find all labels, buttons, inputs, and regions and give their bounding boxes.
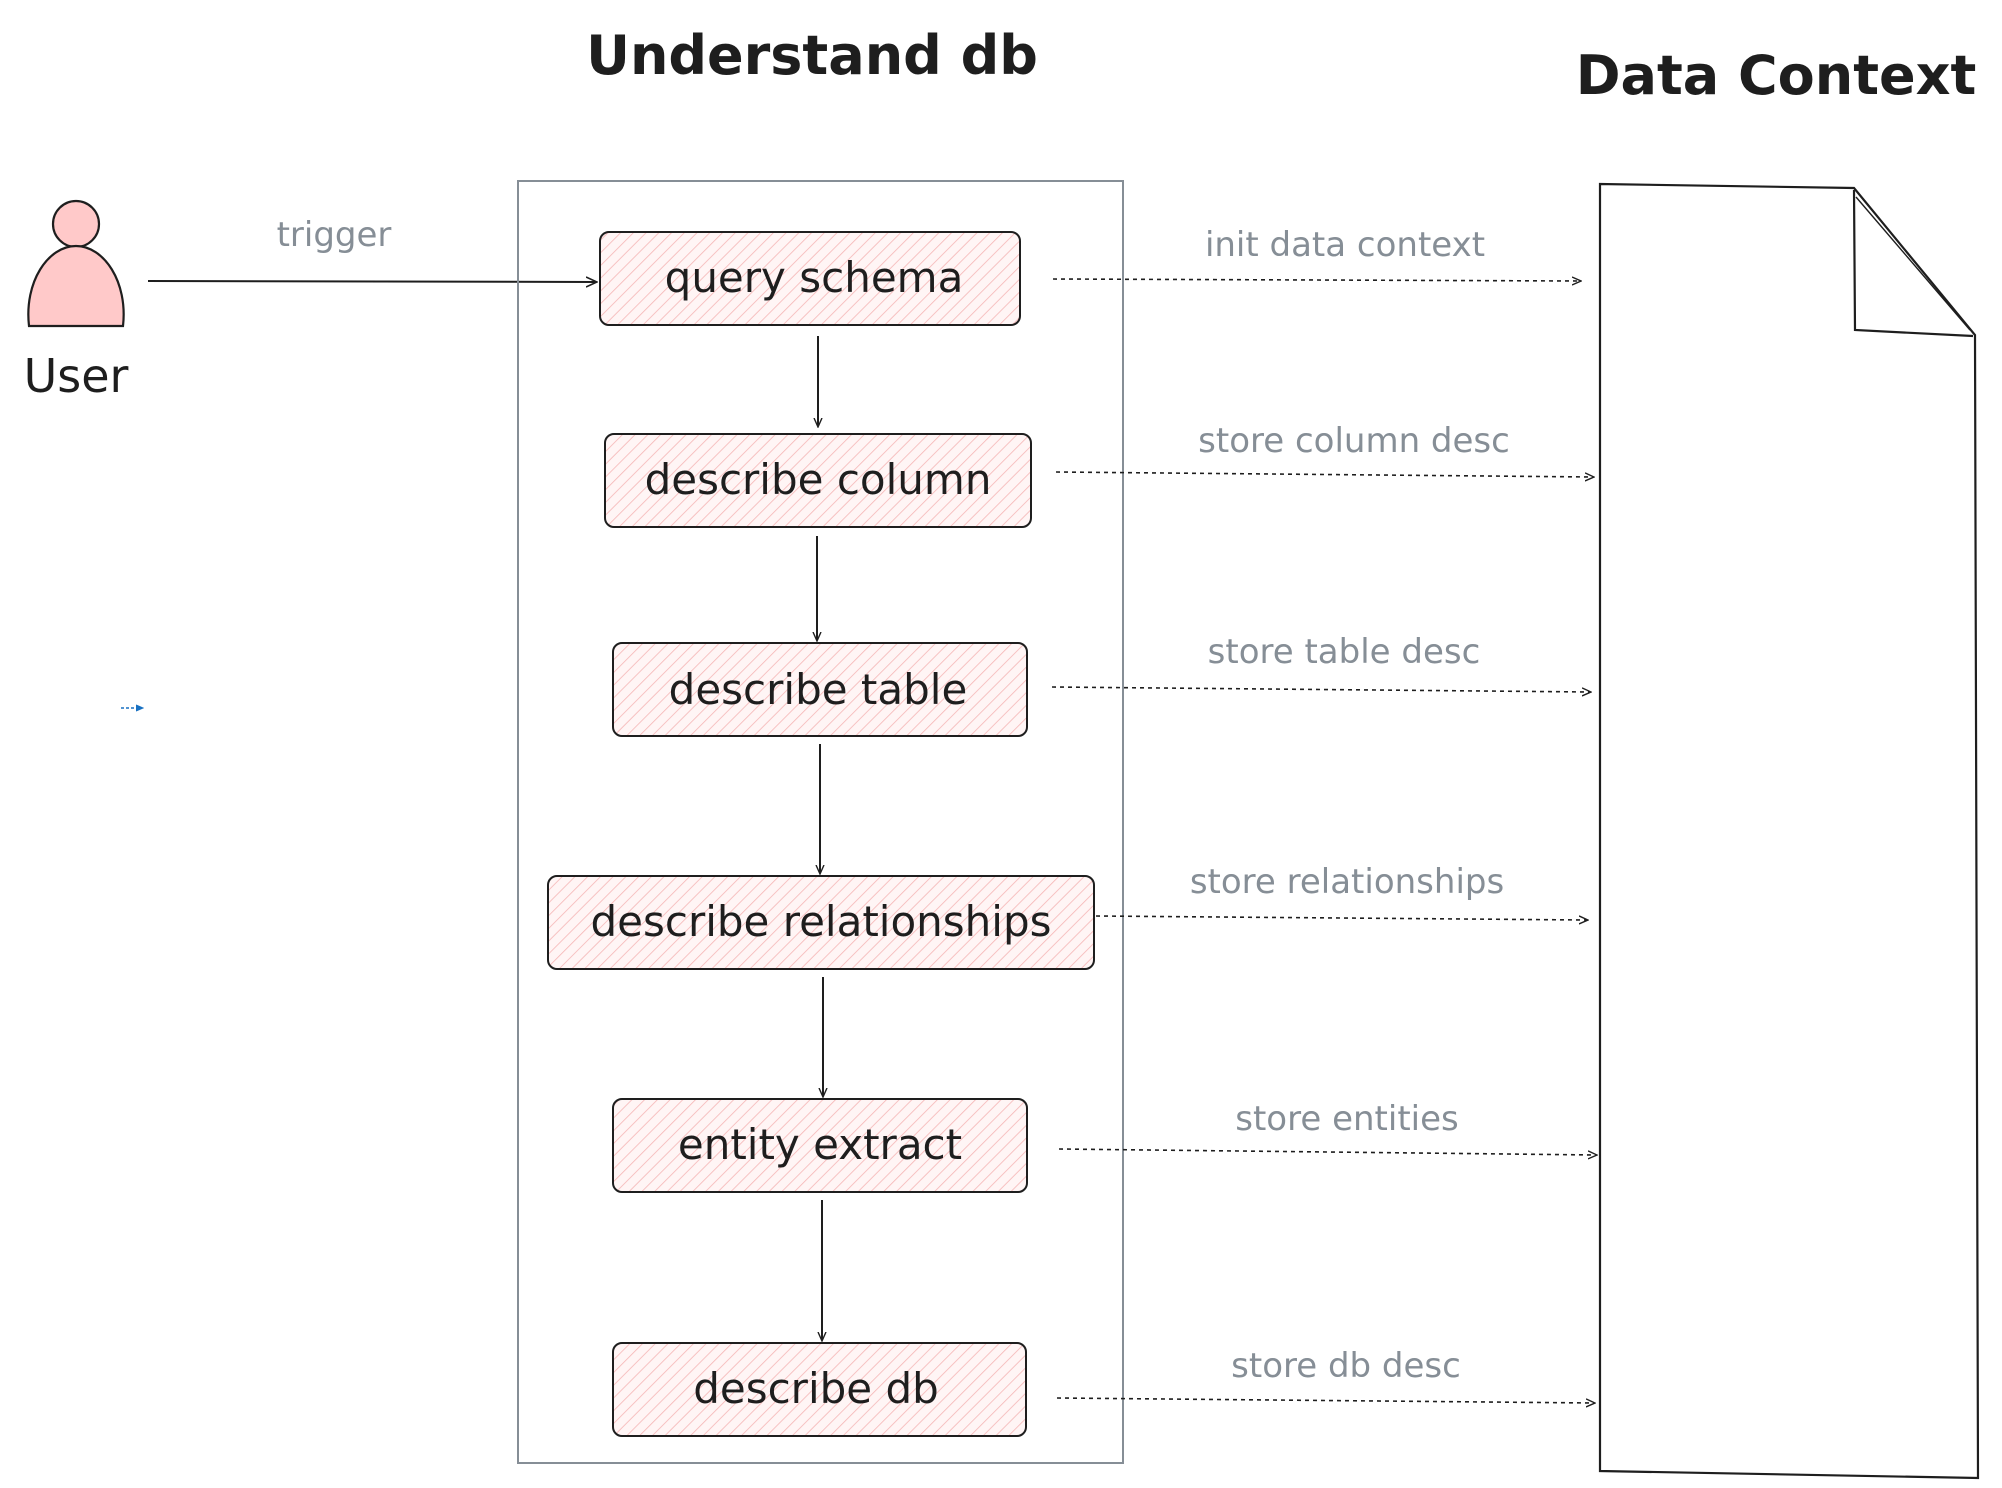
store-label-table: store table desc [1208,632,1481,672]
store-arrow-1 [1052,279,1580,281]
trigger-arrow [147,281,596,282]
data-context-title: Data Context [1576,44,1977,107]
step-label: describe table [669,665,968,714]
store-label-column: store column desc [1198,421,1510,461]
step-describe-db: describe db [612,1342,1027,1437]
user-actor: User [24,199,129,403]
store-label-init: init data context [1205,225,1485,265]
step-query-schema: query schema [599,231,1021,326]
step-label: describe relationships [590,897,1051,946]
step-describe-column: describe column [604,433,1032,528]
user-label: User [24,349,129,403]
store-arrow-5 [1058,1148,1596,1155]
trigger-label: trigger [277,215,392,255]
step-label: entity extract [678,1120,962,1169]
store-label-relationships: store relationships [1190,862,1504,902]
step-label: describe db [693,1364,939,1413]
understand-db-title: Understand db [586,24,1038,87]
understand-db-frame [517,180,1124,1464]
step-describe-table: describe table [612,642,1028,737]
step-label: describe column [645,455,992,504]
step-describe-relationships: describe relationships [547,875,1095,970]
user-body-icon [27,244,125,328]
step-label: query schema [665,253,964,302]
store-label-entities: store entities [1235,1099,1458,1139]
store-arrow-3 [1051,686,1590,692]
user-head-icon [51,199,101,249]
store-arrow-4 [1095,915,1587,920]
store-label-db: store db desc [1231,1346,1461,1386]
store-arrow-6 [1056,1397,1594,1403]
store-arrow-2 [1055,471,1593,477]
data-context-document-icon [1598,182,1980,1480]
step-entity-extract: entity extract [612,1098,1028,1193]
